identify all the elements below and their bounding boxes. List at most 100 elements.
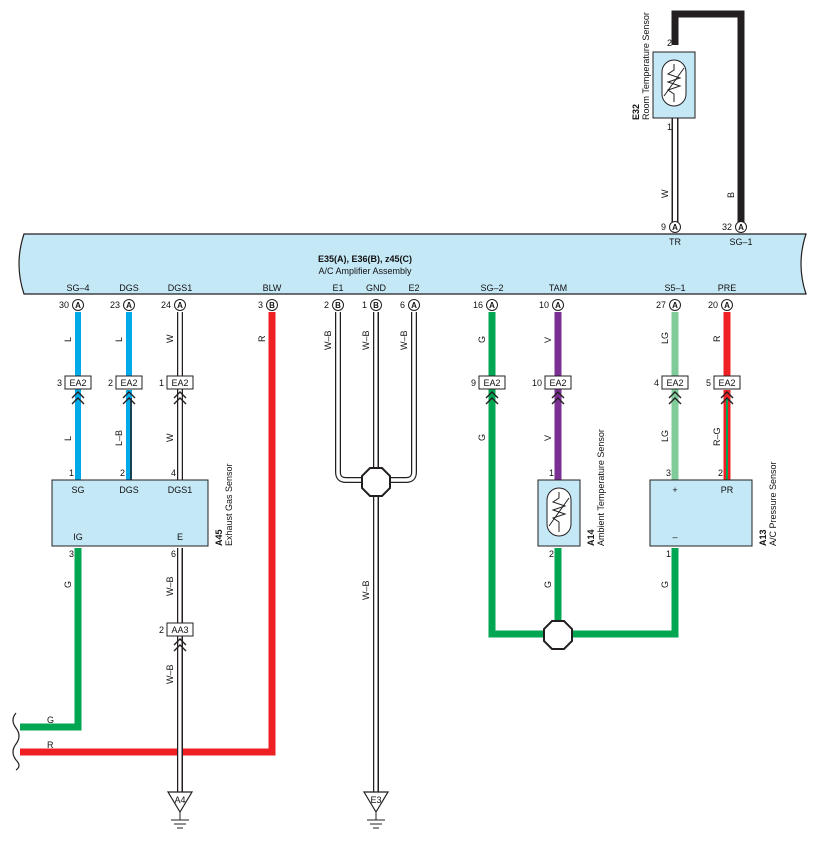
wire-label-upper-3: R bbox=[257, 335, 267, 342]
amp-bottom-pin-0-conn: A bbox=[75, 301, 81, 310]
room-sensor-pin-bottom: 1 bbox=[667, 122, 672, 132]
amp-bottom-pin-3: BLW B 3 bbox=[258, 283, 282, 311]
amp-bottom-pin-10-name: PRE bbox=[718, 283, 737, 293]
ea2-6-num: 5 bbox=[706, 378, 711, 388]
wire-b-black bbox=[671, 10, 745, 222]
amp-bottom-pin-3-num: 3 bbox=[258, 300, 263, 310]
exhaust-pin-top-0-name: SG bbox=[71, 485, 84, 495]
connector-arrow-icon bbox=[551, 391, 565, 405]
ea2-connector-3: EA2 9 bbox=[471, 375, 506, 405]
pressure-pin-top-0-name: + bbox=[672, 485, 677, 495]
room-sensor-id: E32 bbox=[631, 104, 641, 120]
wire-g-exhaust bbox=[20, 548, 82, 731]
wire-label-lower-1: L–B bbox=[114, 430, 124, 446]
ground-icon bbox=[171, 812, 189, 829]
wire-label-upper-2: W bbox=[165, 334, 175, 343]
wire-label-upper-1: L bbox=[114, 337, 124, 342]
amp-bottom-pin-7-name: SG–2 bbox=[480, 283, 503, 293]
upper-wire-labels: L L W R W–B W–B W–B G V LG R bbox=[63, 330, 722, 350]
amp-bottom-pin-0-name: SG–4 bbox=[66, 283, 89, 293]
amp-bottom-pin-5-num: 1 bbox=[362, 300, 367, 310]
amp-bottom-pin-4: E1 B 2 bbox=[324, 283, 344, 311]
exhaust-pin-top-1-num: 2 bbox=[120, 468, 125, 478]
exhaust-pin-top-2-name: DGS1 bbox=[168, 485, 193, 495]
ea2-0-num: 3 bbox=[57, 378, 62, 388]
ea2-3-label: EA2 bbox=[483, 378, 500, 388]
ea2-connector-6: EA2 5 bbox=[706, 375, 741, 405]
ea2-1-num: 2 bbox=[108, 378, 113, 388]
amp-bottom-pin-7-num: 16 bbox=[473, 300, 483, 310]
ground-a4: A4 bbox=[166, 791, 194, 829]
exhaust-pin-bottom-0-name: IG bbox=[73, 532, 83, 542]
wire-label-upper-4: W–B bbox=[323, 330, 333, 350]
amp-bottom-pin-6-conn: A bbox=[411, 301, 417, 310]
amp-top-pin-tr-name: TR bbox=[669, 237, 681, 247]
connector-arrow-icon bbox=[485, 391, 499, 405]
pressure-pin-top-1-num: 2 bbox=[718, 468, 723, 478]
wire-label-ambient-g: G bbox=[543, 581, 553, 588]
amp-bottom-pin-10-num: 20 bbox=[708, 300, 718, 310]
splice-sg2 bbox=[543, 620, 573, 650]
amp-bottom-pin-7-conn: A bbox=[489, 301, 495, 310]
ground-a4-label: A4 bbox=[174, 795, 185, 805]
wire-label-lower-6: R–G bbox=[712, 427, 722, 446]
amp-bottom-pin-0-num: 30 bbox=[59, 300, 69, 310]
ground-e3-label: E3 bbox=[370, 795, 381, 805]
amp-bottom-pin-8-num: 10 bbox=[539, 300, 549, 310]
splice-ground bbox=[361, 467, 391, 497]
amplifier-box bbox=[18, 233, 807, 295]
pressure-pin-bottom-num: 1 bbox=[666, 549, 671, 559]
wire-label-exhaust-wb1: W–B bbox=[165, 576, 175, 596]
aa3-num: 2 bbox=[159, 625, 164, 635]
amp-bottom-pin-1-conn: A bbox=[126, 301, 132, 310]
connector-arrow-icon bbox=[668, 391, 682, 405]
amp-bottom-pin-6: E2 A 6 bbox=[400, 283, 420, 311]
wire-label-upper-5: W–B bbox=[361, 330, 371, 350]
amp-bottom-pin-4-conn: B bbox=[335, 301, 341, 310]
amp-bottom-pin-1-name: DGS bbox=[119, 283, 139, 293]
wire-label-lower-0: L bbox=[63, 436, 73, 441]
amp-bottom-pin-5-conn: B bbox=[373, 301, 379, 310]
room-sensor-wire-w: W bbox=[660, 189, 670, 198]
pressure-sensor-name: A/C Pressure Sensor bbox=[768, 461, 778, 546]
amplifier-title: E35(A), E36(B), z45(C) bbox=[318, 254, 412, 264]
amp-top-pin-sg1-conn: A bbox=[738, 223, 744, 232]
pressure-pin-top-1-name: PR bbox=[721, 485, 734, 495]
ambient-sensor-name: Ambient Temperature Sensor bbox=[596, 429, 606, 546]
exhaust-pin-bottom-1-name: E bbox=[177, 532, 183, 542]
amp-bottom-pin-2-num: 24 bbox=[161, 300, 171, 310]
ea2-connector-5: EA2 4 bbox=[654, 375, 689, 405]
wire-label-lower-5: LG bbox=[660, 430, 670, 442]
amp-bottom-pin-9-conn: A bbox=[672, 301, 678, 310]
ea2-connector-4: EA2 10 bbox=[532, 375, 572, 405]
wire-label-lower-3: G bbox=[477, 434, 487, 441]
aa3-label: AA3 bbox=[171, 625, 188, 635]
amp-bottom-pin-6-name: E2 bbox=[408, 283, 419, 293]
ea2-4-label: EA2 bbox=[549, 378, 566, 388]
wire-r-blw bbox=[20, 312, 276, 756]
wire-label-upper-7: G bbox=[477, 336, 487, 343]
room-sensor-pin-top: 2 bbox=[667, 38, 672, 48]
connector-arrow-icon bbox=[71, 391, 85, 405]
amp-bottom-pin-0: SG–4 A 30 bbox=[59, 283, 90, 311]
amp-bottom-pin-1: DGS A 23 bbox=[110, 283, 139, 311]
amp-bottom-pin-2-conn: A bbox=[177, 301, 183, 310]
wire-label-upper-0: L bbox=[63, 337, 73, 342]
exhaust-gas-sensor: 1 2 4 SG DGS DGS1 IG E 3 6 A45 Exhaust G… bbox=[51, 463, 234, 559]
amp-top-pin-sg1-num: 32 bbox=[722, 222, 732, 232]
pressure-pin-top-0-num: 3 bbox=[666, 468, 671, 478]
connector-arrow-icon bbox=[720, 391, 734, 405]
wire-label-upper-6: W–B bbox=[399, 330, 409, 350]
ea2-0-label: EA2 bbox=[69, 378, 86, 388]
ea2-3-num: 9 bbox=[471, 378, 476, 388]
ea2-connector-2: EA2 1 bbox=[159, 375, 194, 405]
ambient-pin-top: 1 bbox=[549, 468, 554, 478]
ea2-5-num: 4 bbox=[654, 378, 659, 388]
exhaust-pin-bottom-1-num: 6 bbox=[171, 549, 176, 559]
amp-bottom-pin-3-name: BLW bbox=[263, 283, 282, 293]
exhaust-pin-bottom-0-num: 3 bbox=[69, 549, 74, 559]
wire-label-pressure-g: G bbox=[660, 581, 670, 588]
lower-wire-labels: L L–B W G V LG R–G bbox=[63, 427, 722, 446]
aa3-connector: AA3 2 bbox=[159, 622, 194, 652]
